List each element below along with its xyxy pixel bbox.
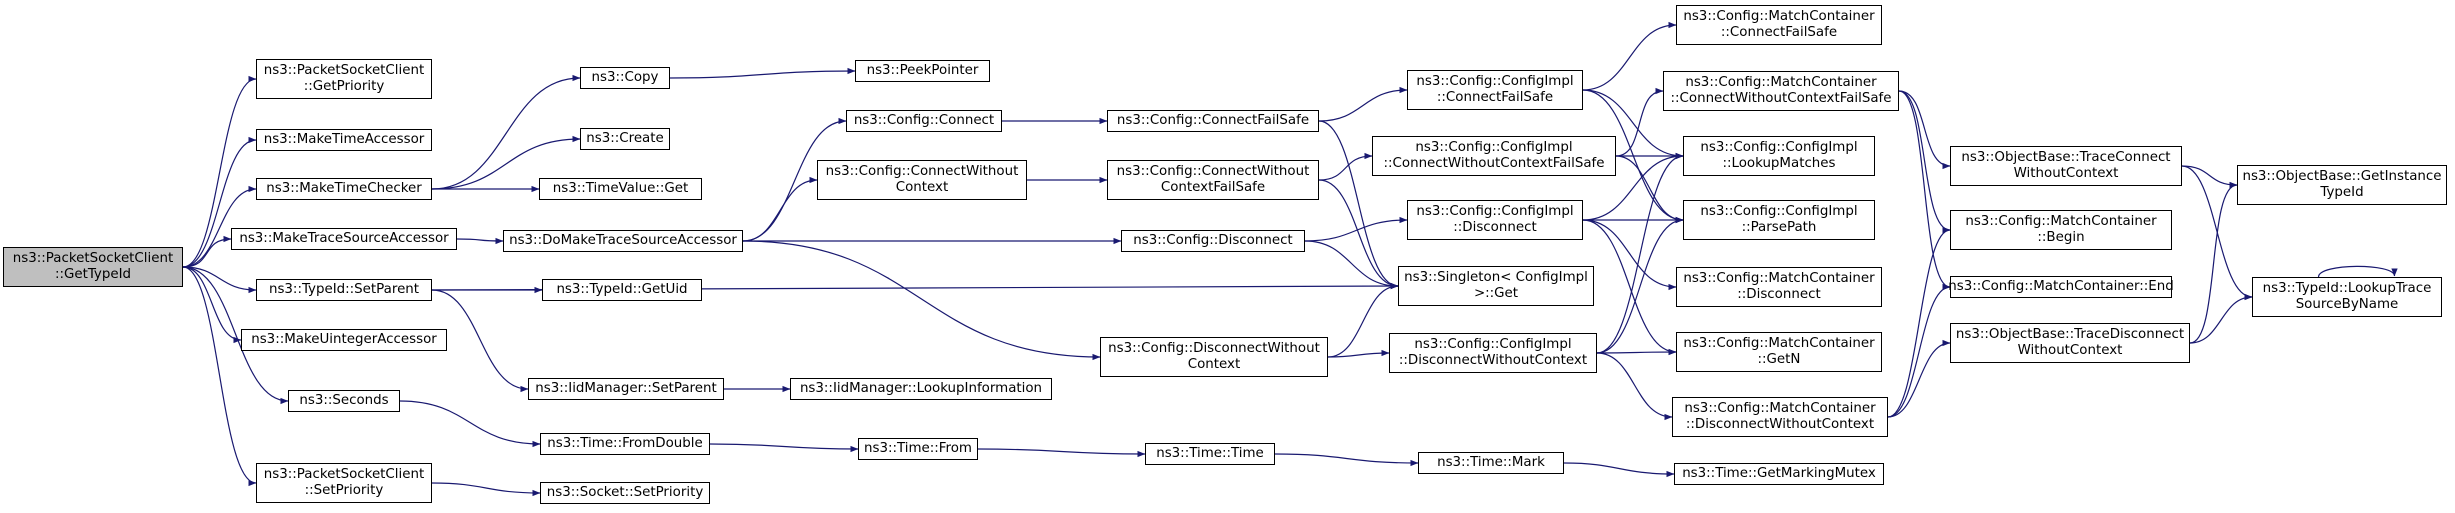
edge-root-to-seconds (182, 266, 289, 405)
edge-config_disconnectwithoutcontext-to-configimpl_disconnectwithoutcontext (1327, 349, 1390, 358)
edge-ob_tracedisconnectwithoutcontext-to-ob_getinstancetypeid (2189, 181, 2238, 344)
node-matchcontainer-connectwithoutcontextfailsafe[interactable]: ns3::Config::MatchContainer ::ConnectWit… (1663, 71, 1899, 111)
edge-maketracesourceaccessor-to-domaketracesourceaccessor (456, 237, 504, 245)
node-timevalue-get[interactable]: ns3::TimeValue::Get (539, 178, 702, 200)
edge-configimpl_connectfailsafe-to-configimpl_lookupmatches (1582, 89, 1684, 160)
node-singleton-get[interactable]: ns3::Singleton< ConfigImpl >::Get (1398, 266, 1594, 306)
edge-domaketracesourceaccessor-to-config_disconnectwithoutcontext (742, 240, 1101, 361)
edge-domaketracesourceaccessor-to-config_connectwithoutcontext (742, 176, 818, 242)
edge-mc_connectwithoutcontextfailsafe-to-mc_end (1898, 90, 1951, 291)
node-maketimechecker[interactable]: ns3::MakeTimeChecker (256, 178, 432, 200)
edge-maketimechecker-to-create (431, 135, 581, 190)
node-typeid-setparent[interactable]: ns3::TypeId::SetParent (256, 279, 432, 301)
edge-config_connectwithoutcontextfailsafe-to-singleton_get (1318, 179, 1399, 290)
node-configimpl-lookupmatches[interactable]: ns3::Config::ConfigImpl ::LookupMatches (1683, 136, 1875, 176)
edge-config_disconnectwithoutcontext-to-singleton_get (1327, 282, 1399, 358)
node-maketracesourceaccessor[interactable]: ns3::MakeTraceSourceAccessor (231, 228, 457, 250)
node-config-connectwithoutcontextfailsafe[interactable]: ns3::Config::ConnectWithout ContextFailS… (1107, 160, 1319, 200)
node-seconds[interactable]: ns3::Seconds (288, 390, 400, 412)
node-objectbase-tracedisconnectwithoutcontext[interactable]: ns3::ObjectBase::TraceDisconnect Without… (1950, 323, 2190, 363)
edge-copy-to-peekpointer (669, 67, 856, 79)
edge-configimpl_connectfailsafe-to-configimpl_parsepath (1582, 89, 1684, 224)
edge-time_from-to-time_time (977, 448, 1146, 458)
node-domaketracesourceaccessor[interactable]: ns3::DoMakeTraceSourceAccessor (503, 230, 743, 252)
node-time-fromdouble[interactable]: ns3::Time::FromDouble (540, 433, 710, 455)
node-matchcontainer-connectfailsafe[interactable]: ns3::Config::MatchContainer ::ConnectFai… (1676, 5, 1882, 45)
node-maketimeaccessor[interactable]: ns3::MakeTimeAccessor (256, 129, 432, 151)
node-time-time[interactable]: ns3::Time::Time (1145, 443, 1275, 465)
node-packetsocketclient-getpriority[interactable]: ns3::PacketSocketClient ::GetPriority (256, 59, 432, 99)
edge-mc_disconnectwithoutcontext-to-ob_tracedisconnectwithoutcontext (1887, 339, 1951, 418)
node-matchcontainer-end[interactable]: ns3::Config::MatchContainer::End (1948, 276, 2174, 298)
node-socket-setpriority[interactable]: ns3::Socket::SetPriority (540, 482, 710, 504)
node-configimpl-connectwithoutcontextfailsafe[interactable]: ns3::Config::ConfigImpl ::ConnectWithout… (1372, 136, 1616, 176)
edge-mc_connectwithoutcontextfailsafe-to-ob_traceconnectwithoutcontext (1898, 90, 1951, 170)
edge-configimpl_disconnectwithoutcontext-to-configimpl_lookupmatches (1596, 152, 1684, 354)
edge-configimpl_disconnect-to-configimpl_lookupmatches (1582, 152, 1684, 221)
edge-root-to-makeuintegeraccessor (182, 266, 242, 344)
edge-configimpl_connectwithoutcontextfailsafe-to-configimpl_parsepath (1615, 155, 1684, 224)
edge-configimpl_connectwithoutcontextfailsafe-to-mc_connectwithoutcontextfailsafe (1615, 87, 1664, 157)
node-packetsocketclient-setpriority[interactable]: ns3::PacketSocketClient ::SetPriority (256, 463, 432, 503)
edge-configimpl_disconnect-to-mc_disconnect (1582, 219, 1677, 291)
node-time-getmarkingmutex[interactable]: ns3::Time::GetMarkingMutex (1674, 463, 1884, 485)
edge-time_fromdouble-to-time_from (709, 443, 859, 453)
edge-root-to-maketimeaccessor (182, 136, 257, 268)
edge-root-to-psc_setpriority (182, 266, 257, 487)
edge-root-to-typeid_setparent (182, 266, 257, 294)
edge-configimpl_disconnectwithoutcontext-to-configimpl_parsepath (1596, 216, 1684, 354)
edge-time_time-to-time_mark (1274, 453, 1419, 467)
edge-ob_tracedisconnectwithoutcontext-to-typeid_lookuptracesourcebyname (2189, 293, 2253, 344)
edge-config_disconnect-to-singleton_get (1304, 240, 1399, 290)
edge-time_mark-to-time_getmarkingmutex (1563, 462, 1675, 478)
node-create[interactable]: ns3::Create (580, 128, 670, 150)
node-config-connectfailsafe[interactable]: ns3::Config::ConnectFailSafe (1107, 110, 1319, 132)
edge-maketimechecker-to-copy (431, 74, 581, 190)
node-typeid-lookuptracesourcebyname[interactable]: ns3::TypeId::LookupTrace SourceByName (2252, 277, 2442, 317)
node-makeuintegeraccessor[interactable]: ns3::MakeUintegerAccessor (241, 329, 447, 351)
node-iidmanager-lookupinformation[interactable]: ns3::IidManager::LookupInformation (790, 378, 1052, 400)
node-time-mark[interactable]: ns3::Time::Mark (1418, 452, 1564, 474)
node-config-disconnect[interactable]: ns3::Config::Disconnect (1121, 230, 1305, 252)
edge-configimpl_disconnect-to-mc_getn (1582, 219, 1677, 356)
node-time-from[interactable]: ns3::Time::From (858, 438, 978, 460)
node-config-connectwithoutcontext[interactable]: ns3::Config::ConnectWithout Context (817, 160, 1027, 200)
node-peekpointer[interactable]: ns3::PeekPointer (855, 60, 990, 82)
edge-mc_disconnectwithoutcontext-to-mc_end (1887, 283, 1951, 418)
edge-config_connectwithoutcontextfailsafe-to-configimpl_connectwithoutcontextfailsafe (1318, 152, 1373, 181)
node-packetsocketclient-gettypeid[interactable]: ns3::PacketSocketClient ::GetTypeId (3, 247, 183, 287)
node-matchcontainer-disconnectwithoutcontext[interactable]: ns3::Config::MatchContainer ::Disconnect… (1672, 397, 1888, 437)
edge-root-to-maketracesourceaccessor (182, 235, 232, 268)
edge-root-to-maketimechecker (182, 185, 257, 268)
node-objectbase-traceconnectwithoutcontext[interactable]: ns3::ObjectBase::TraceConnect WithoutCon… (1950, 146, 2182, 186)
edge-mc_disconnectwithoutcontext-to-mc_begin (1887, 226, 1951, 418)
edge-config_connectfailsafe-to-configimpl_connectfailsafe (1318, 86, 1408, 122)
node-matchcontainer-getn[interactable]: ns3::Config::MatchContainer ::GetN (1676, 332, 1882, 372)
node-matchcontainer-disconnect[interactable]: ns3::Config::MatchContainer ::Disconnect (1676, 267, 1882, 307)
node-configimpl-disconnectwithoutcontext[interactable]: ns3::Config::ConfigImpl ::DisconnectWith… (1389, 333, 1597, 373)
edge-config_disconnect-to-configimpl_disconnect (1304, 216, 1408, 242)
node-configimpl-disconnect[interactable]: ns3::Config::ConfigImpl ::Disconnect (1407, 200, 1583, 240)
edge-mc_connectwithoutcontextfailsafe-to-mc_begin (1898, 90, 1951, 234)
node-copy[interactable]: ns3::Copy (580, 67, 670, 89)
node-configimpl-parsepath[interactable]: ns3::Config::ConfigImpl ::ParsePath (1683, 200, 1875, 240)
node-matchcontainer-begin[interactable]: ns3::Config::MatchContainer ::Begin (1950, 210, 2172, 250)
node-iidmanager-setparent[interactable]: ns3::IidManager::SetParent (528, 378, 724, 400)
edge-configimpl_disconnectwithoutcontext-to-mc_getn (1596, 348, 1677, 356)
node-config-disconnectwithoutcontext[interactable]: ns3::Config::DisconnectWithout Context (1100, 337, 1328, 377)
edge-root-to-psc_getpriority (182, 75, 257, 268)
edge-typeid_setparent-to-iidmanager_setparent (431, 289, 529, 393)
node-configimpl-connectfailsafe[interactable]: ns3::Config::ConfigImpl ::ConnectFailSaf… (1407, 70, 1583, 110)
edge-configimpl_connectfailsafe-to-mc_connectfailsafe (1582, 21, 1677, 91)
node-config-connect[interactable]: ns3::Config::Connect (846, 110, 1002, 132)
edge-psc_setpriority-to-socket_setpriority (431, 482, 541, 497)
node-objectbase-getinstancetypeid[interactable]: ns3::ObjectBase::GetInstance TypeId (2237, 165, 2447, 205)
edge-config_connectfailsafe-to-singleton_get (1318, 120, 1399, 290)
node-typeid-getuid[interactable]: ns3::TypeId::GetUid (542, 279, 702, 301)
edge-configimpl_disconnectwithoutcontext-to-mc_disconnectwithoutcontext (1596, 352, 1673, 421)
edge-seconds-to-time_fromdouble (399, 400, 541, 448)
edge-typeid_lookuptracesourcebyname-to-typeid_lookuptracesourcebyname (2317, 265, 2398, 278)
